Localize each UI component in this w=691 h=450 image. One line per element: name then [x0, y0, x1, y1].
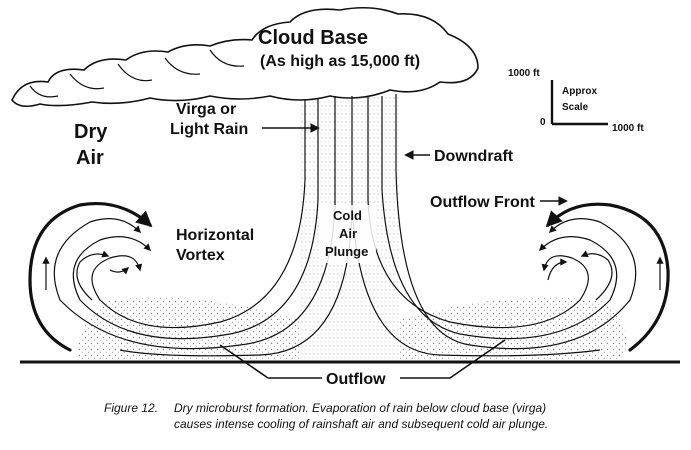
cold-air-plunge-line1: Cold: [333, 208, 362, 223]
virga-label-line1: Virga or: [176, 101, 236, 118]
scale-title-line2: Scale: [562, 102, 589, 113]
outflow-front-label: Outflow Front: [430, 194, 536, 211]
caption-line2: causes intense cooling of rainshaft air …: [174, 417, 548, 431]
cloud-base-label: Cloud Base: [258, 27, 368, 49]
cloud-base: [11, 6, 479, 108]
cloud-base-height-label: (As high as 15,000 ft): [260, 53, 420, 70]
scale-vertical-label: 1000 ft: [508, 68, 540, 79]
virga-label-line2: Light Rain: [170, 121, 248, 138]
cold-pool-stipple: [78, 297, 627, 362]
horizontal-vortex-label-line1: Horizontal: [176, 227, 254, 244]
scale-origin-label: 0: [540, 117, 546, 128]
scale-title-line1: Approx: [562, 86, 597, 97]
figure-number: Figure 12.: [104, 401, 158, 415]
cold-air-plunge-line3: Plunge: [325, 244, 368, 259]
outflow-label: Outflow: [326, 371, 386, 388]
approx-scale: 1000 ft 0 1000 ft Approx Scale: [508, 68, 644, 134]
cold-air-plunge-line2: Air: [339, 226, 357, 241]
outflow-pointers: [219, 339, 506, 379]
caption-line1: Dry microburst formation. Evaporation of…: [174, 401, 546, 415]
dry-air-label-line1: Dry: [74, 121, 108, 143]
dry-air-label-line2: Air: [76, 147, 104, 169]
right-outflow-streamlines: [351, 169, 670, 357]
horizontal-vortex-label-line2: Vortex: [176, 247, 225, 264]
downdraft-label: Downdraft: [434, 148, 514, 165]
scale-horizontal-label: 1000 ft: [612, 123, 644, 134]
left-outflow-streamlines: [28, 179, 353, 357]
